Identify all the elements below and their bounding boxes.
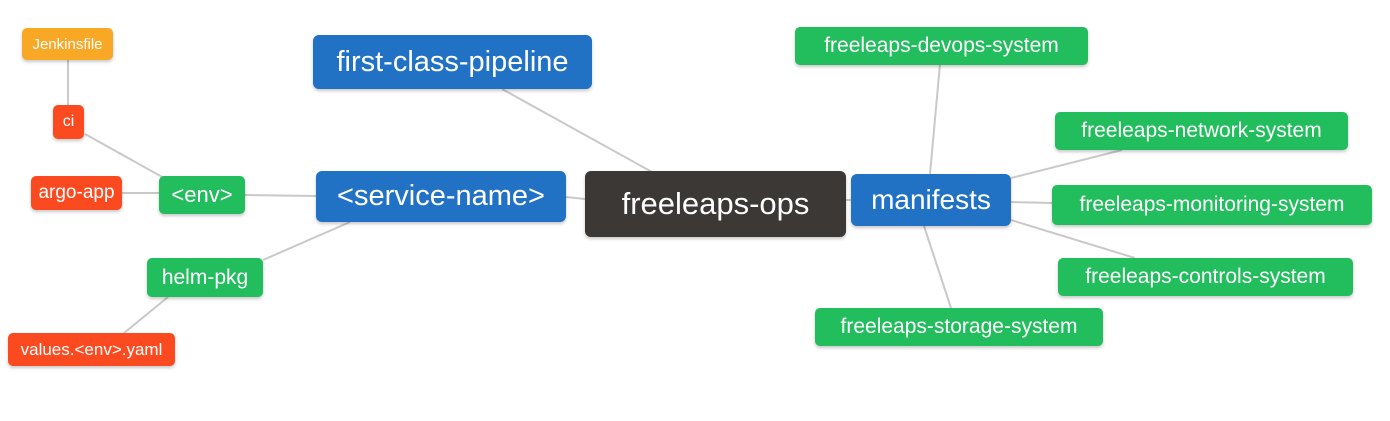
node-ci[interactable]: ci [53, 105, 84, 139]
node-argo-app[interactable]: argo-app [31, 176, 122, 210]
node-service-name[interactable]: <service-name> [316, 171, 566, 222]
edge-first-class-pipeline-freeleaps-ops [501, 88, 653, 173]
edge-env-service-name [244, 194, 317, 197]
edge-ci-env [84, 133, 165, 179]
node-manifests[interactable]: manifests [851, 174, 1011, 226]
edge-service-name-freeleaps-ops [565, 196, 586, 200]
node-freeleaps-ops[interactable]: freeleaps-ops [585, 171, 846, 237]
edge-manifests-monitoring-system [1010, 201, 1053, 204]
edge-service-name-helm-pkg [262, 221, 351, 261]
node-freeleaps-network-system[interactable]: freeleaps-network-system [1055, 112, 1348, 150]
node-freeleaps-devops-system[interactable]: freeleaps-devops-system [795, 27, 1088, 65]
node-freeleaps-storage-system[interactable]: freeleaps-storage-system [815, 308, 1103, 346]
edge-manifests-storage-system [923, 225, 952, 309]
edge-helm-pkg-values [123, 296, 169, 334]
node-helm-pkg[interactable]: helm-pkg [147, 258, 263, 297]
node-freeleaps-monitoring-system[interactable]: freeleaps-monitoring-system [1052, 185, 1372, 225]
node-freeleaps-controls-system[interactable]: freeleaps-controls-system [1058, 258, 1353, 296]
edge-manifests-devops-system [929, 63, 941, 175]
edge-manifests-controls-system [1010, 219, 1136, 259]
node-first-class-pipeline[interactable]: first-class-pipeline [313, 35, 592, 89]
edge-manifests-network-system [1010, 149, 1123, 179]
node-values-env-yaml[interactable]: values.<env>.yaml [8, 333, 175, 366]
node-jenkinsfile[interactable]: Jenkinsfile [22, 28, 113, 60]
node-env[interactable]: <env> [159, 176, 245, 214]
